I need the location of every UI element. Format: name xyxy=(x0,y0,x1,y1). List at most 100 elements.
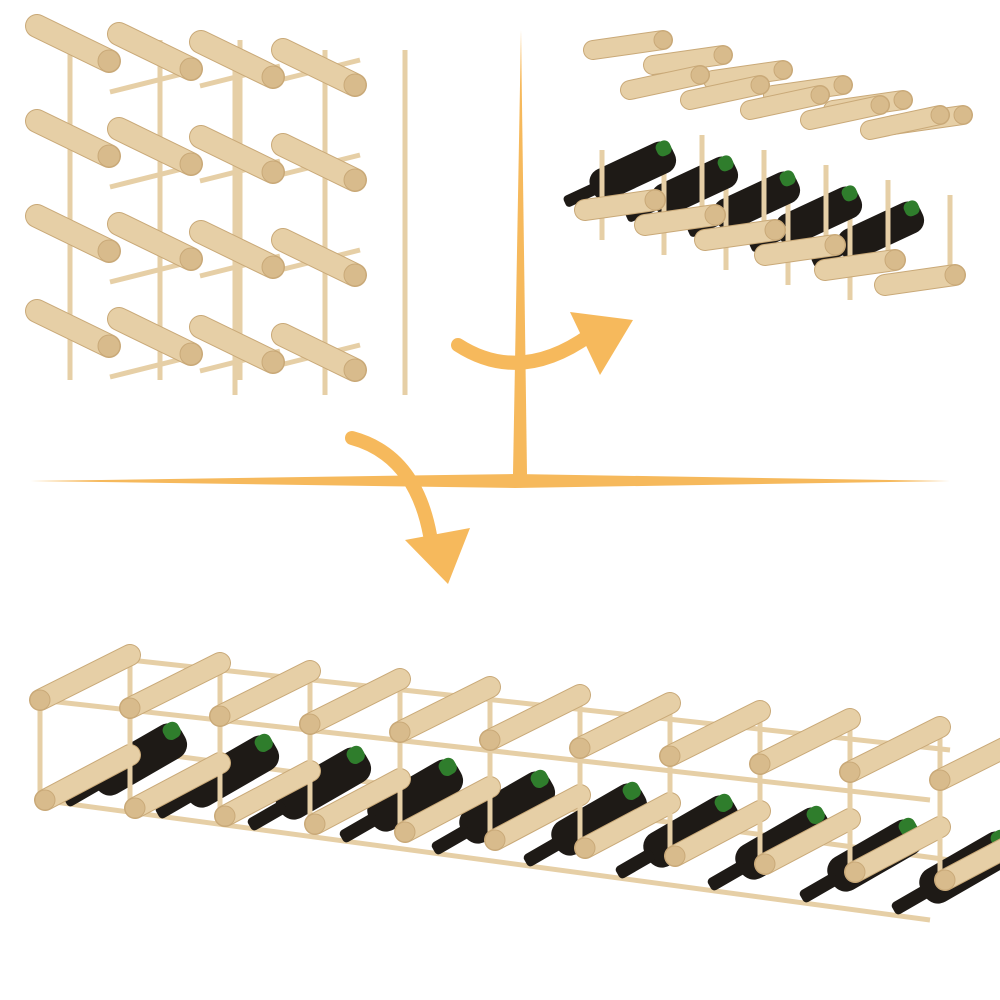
rod-end xyxy=(574,837,596,859)
rod-end xyxy=(343,168,367,192)
bottle-glass-highlight xyxy=(346,745,365,765)
wood-rod xyxy=(272,134,366,191)
rod-end xyxy=(343,358,367,382)
wood-rod xyxy=(272,229,366,286)
wood-rod xyxy=(635,205,725,235)
wood-rod xyxy=(861,106,949,139)
wood-rod xyxy=(305,769,410,834)
wood-rod xyxy=(875,265,965,295)
rod-end xyxy=(944,264,966,286)
rod-end xyxy=(934,869,956,891)
wood-rod xyxy=(26,205,120,262)
bottle-body xyxy=(651,156,739,216)
bottle-glass-highlight xyxy=(779,170,796,187)
rod-end xyxy=(343,263,367,287)
bottle-neck xyxy=(799,873,839,903)
wood-rod xyxy=(390,677,500,742)
wood-rod xyxy=(840,717,950,782)
rod-end xyxy=(97,239,121,263)
rod-end xyxy=(119,697,141,719)
wood-rod xyxy=(190,316,284,373)
wood-rod xyxy=(815,250,905,280)
curved-arrow-down xyxy=(345,431,437,542)
wood-rod xyxy=(935,839,1000,890)
wood-rod xyxy=(108,118,202,175)
wood-rod xyxy=(190,221,284,278)
wood-rod xyxy=(480,685,590,750)
bottle-neck xyxy=(339,813,379,843)
rod-end xyxy=(824,234,846,256)
wood-rod xyxy=(26,300,120,357)
wood-rod xyxy=(695,220,785,250)
bottle-glass-highlight xyxy=(254,733,273,753)
wood-rod xyxy=(704,61,792,89)
rod-end xyxy=(97,144,121,168)
wood-rod xyxy=(190,31,284,88)
wood-rod xyxy=(26,15,120,72)
rod-end xyxy=(893,90,913,110)
bottle-body xyxy=(183,735,280,808)
wood-rod xyxy=(125,753,230,818)
bottle-glass-highlight xyxy=(806,805,825,825)
rod-end xyxy=(124,797,146,819)
wood-rod xyxy=(660,701,770,766)
bottle-body xyxy=(551,783,648,856)
wood-rod xyxy=(644,46,732,74)
bottle-body xyxy=(589,141,677,201)
arrow-head-right xyxy=(570,312,633,375)
wood-rod xyxy=(801,96,889,129)
wood-rod xyxy=(108,23,202,80)
bottle-body xyxy=(367,759,464,832)
wood-rod xyxy=(210,661,320,726)
thin-rod xyxy=(39,797,931,923)
rod-end xyxy=(929,769,951,791)
bottle-neck xyxy=(891,885,931,915)
rod-end xyxy=(261,255,285,279)
wine-bottle xyxy=(247,745,372,831)
rod-end xyxy=(179,152,203,176)
rod-end xyxy=(179,247,203,271)
bottle-glass-highlight xyxy=(714,793,733,813)
rod-end xyxy=(749,753,771,775)
rod-end xyxy=(704,204,726,226)
rod-end xyxy=(839,761,861,783)
curved-arrow-right xyxy=(451,328,597,370)
wood-rod xyxy=(665,801,770,866)
wood-rod xyxy=(575,190,665,220)
rod-end xyxy=(659,745,681,767)
rod-end xyxy=(34,789,56,811)
rod-end xyxy=(644,189,666,211)
bottle-neck xyxy=(615,849,655,879)
arrows-layer xyxy=(30,30,950,584)
rod-end xyxy=(214,805,236,827)
wood-rod xyxy=(584,31,672,59)
rod-end xyxy=(750,75,770,95)
rod-end xyxy=(97,334,121,358)
rod-end xyxy=(810,85,830,105)
wood-rod xyxy=(26,110,120,167)
rod-end xyxy=(713,45,733,65)
bottle-body xyxy=(713,171,801,231)
rod-end xyxy=(343,73,367,97)
rod-end xyxy=(653,30,673,50)
wine-bottle xyxy=(155,733,280,819)
rod-end xyxy=(569,737,591,759)
wood-rod xyxy=(395,777,500,842)
rod-end xyxy=(484,829,506,851)
wood-rod xyxy=(120,653,230,718)
bottle-glass-highlight xyxy=(841,185,858,202)
wood-rod xyxy=(570,693,680,758)
wood-rod xyxy=(681,76,769,109)
rod-end xyxy=(261,160,285,184)
bottle-body xyxy=(275,747,372,820)
wood-rod xyxy=(750,709,860,774)
wood-rod xyxy=(485,785,590,850)
rod-end xyxy=(764,219,786,241)
bottle-glass-highlight xyxy=(717,155,734,172)
wood-rod xyxy=(108,308,202,365)
bottle-glass-highlight xyxy=(438,757,457,777)
rod-end xyxy=(209,705,231,727)
wood-rod xyxy=(272,39,366,96)
wood-rod xyxy=(215,761,320,826)
vertical-divider xyxy=(513,30,527,488)
